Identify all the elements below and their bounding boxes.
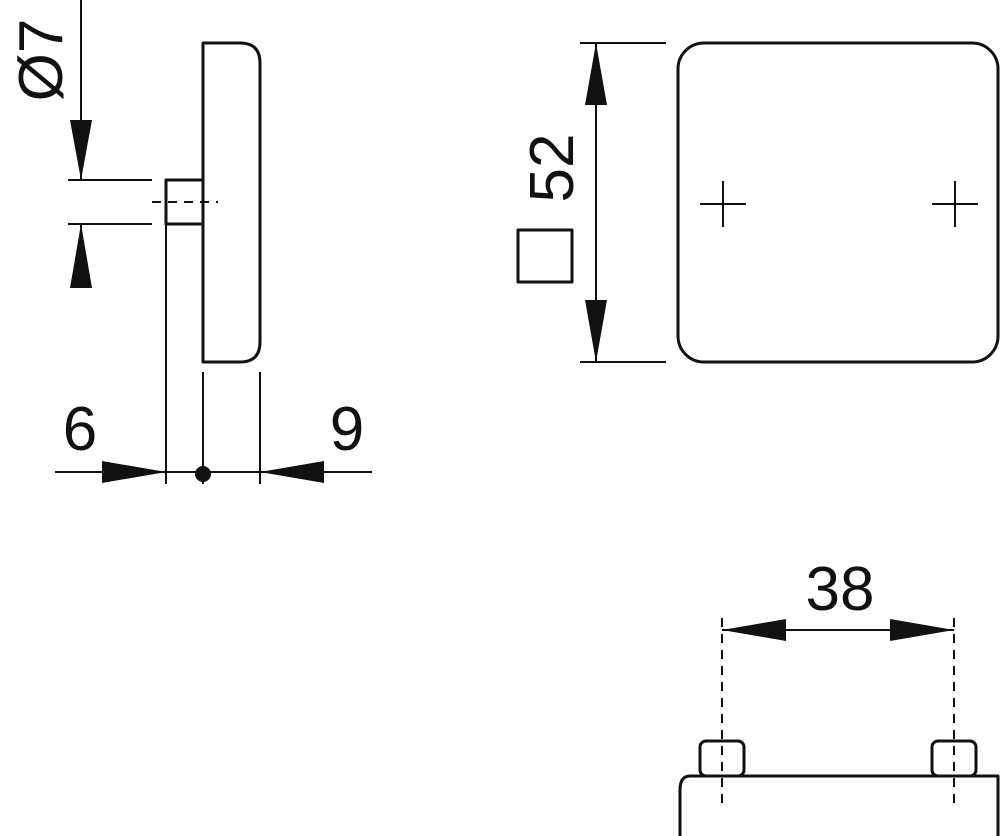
screw-mark-left <box>700 181 746 227</box>
size-arrow-down <box>585 300 607 362</box>
diameter-arrow-down <box>70 120 92 180</box>
spacing-arrow-right <box>890 619 954 641</box>
front-view: 52 <box>516 41 1000 364</box>
screw-boss-right <box>930 739 978 778</box>
plate-top-profile <box>678 774 1000 836</box>
right-depth-label: 9 <box>330 395 364 464</box>
shaft-profile <box>164 178 205 226</box>
right-depth-arrow <box>260 461 324 483</box>
size-arrow-up <box>585 43 607 105</box>
screw-mark-right <box>932 181 978 227</box>
screw-boss-left <box>698 739 746 778</box>
diameter-arrow-up <box>70 224 92 288</box>
spacing-arrow-left <box>722 619 786 641</box>
left-depth-label: 6 <box>63 395 97 464</box>
spacing-label: 38 <box>806 555 875 624</box>
size-label: 52 <box>518 134 587 203</box>
diameter-label: Ø7 <box>7 19 76 102</box>
top-view: 38 <box>678 555 1000 836</box>
square-rose-plate <box>676 41 1000 364</box>
square-symbol <box>516 228 574 284</box>
rose-plate-profile <box>201 41 262 364</box>
side-view: Ø7 6 9 <box>7 0 372 484</box>
left-depth-arrow <box>102 461 166 483</box>
datum-dot <box>195 466 211 482</box>
